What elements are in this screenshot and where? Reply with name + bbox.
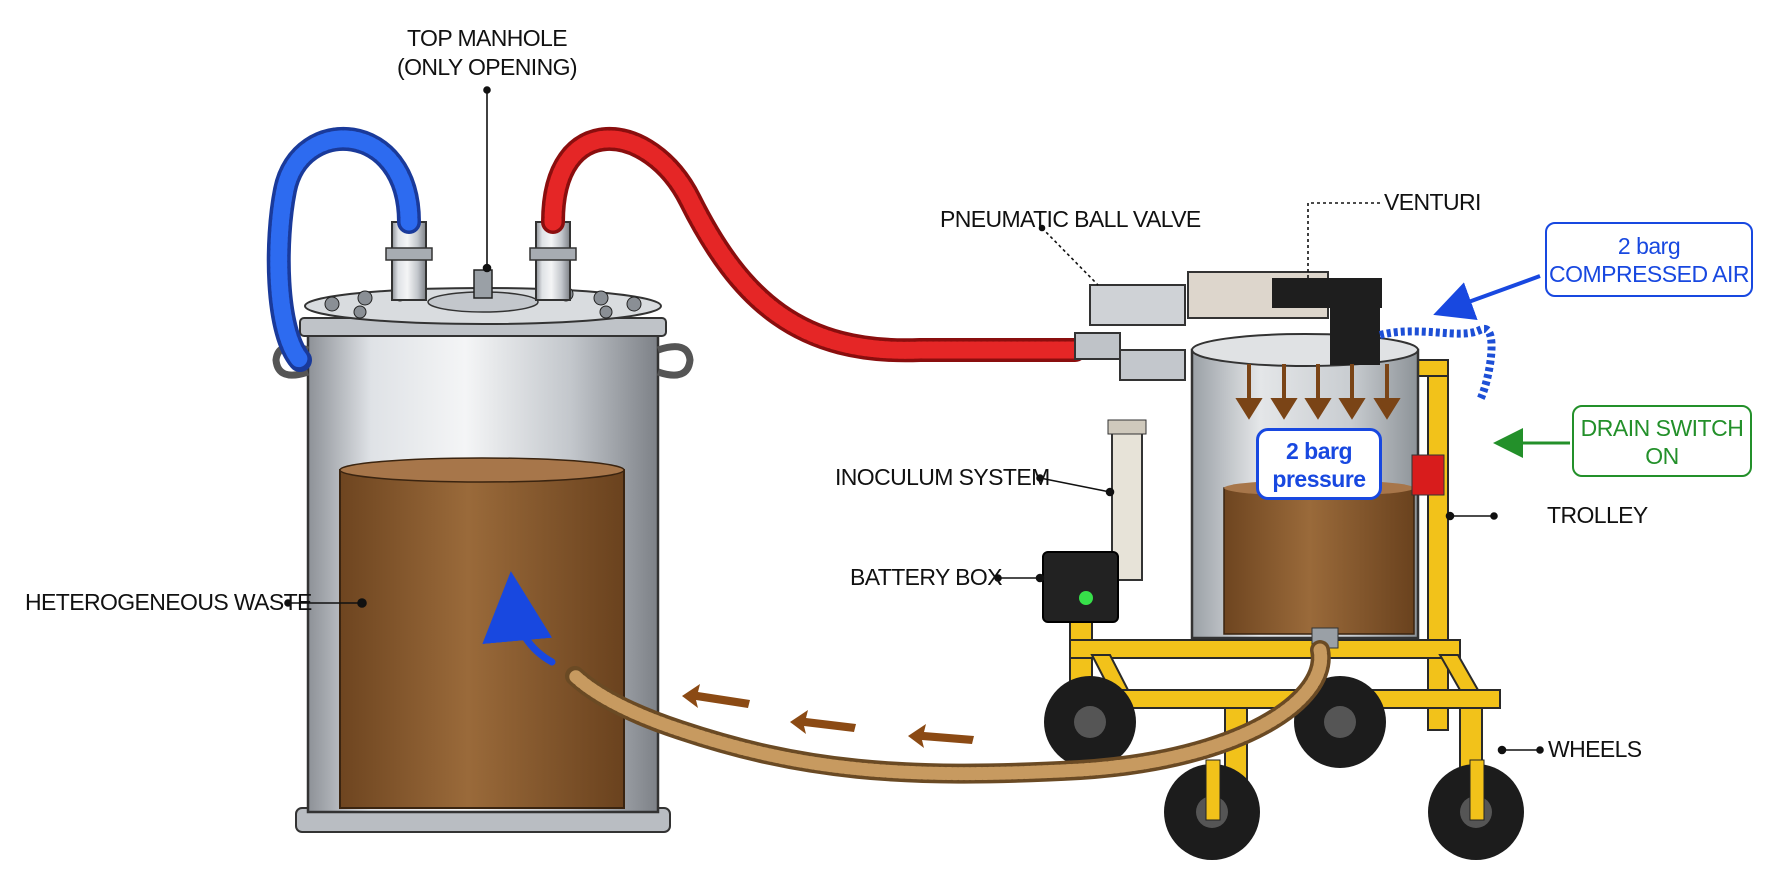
compressed-air-arrow-icon: [1433, 274, 1541, 320]
return-hose: [565, 640, 1331, 784]
compressed-air-callout: 2 barg COMPRESSED AIR: [1545, 222, 1753, 297]
wheels: [1044, 676, 1524, 860]
heterogeneous-waste-label: HETEROGENEOUS WASTE: [25, 589, 312, 615]
compressed-air-coil: [1379, 324, 1496, 402]
venturi-label: VENTURI: [1384, 189, 1481, 215]
battery-box-label: BATTERY BOX: [850, 564, 1003, 590]
inoculum-system: [1107, 419, 1147, 581]
flow-arrow-icon: [482, 571, 556, 666]
trolley-label: TROLLEY: [1547, 502, 1648, 528]
top-manhole-label: TOP MANHOLE (ONLY OPENING): [397, 25, 577, 80]
pneumatic-ball-valve: [1074, 284, 1186, 381]
battery-status-led-icon: [1079, 591, 1093, 605]
trolley: [1044, 359, 1524, 860]
waste-tank: [272, 221, 694, 833]
flow-arrow-icon: [1235, 364, 1401, 420]
inoculum-system-label: INOCULUM SYSTEM: [835, 464, 1050, 490]
battery-box: [1042, 551, 1119, 623]
flow-arrow-icon: [682, 684, 974, 748]
venturi: [1187, 271, 1382, 365]
pneumatic-ball-valve-label: PNEUMATIC BALL VALVE: [940, 206, 1201, 232]
pressure-callout: 2 barg pressure: [1256, 428, 1382, 500]
wheels-label: WHEELS: [1548, 736, 1642, 762]
drain-switch-callout: DRAIN SWITCH ON: [1572, 405, 1752, 477]
leader-lines: [284, 86, 1544, 755]
drain-switch: [1411, 454, 1445, 496]
